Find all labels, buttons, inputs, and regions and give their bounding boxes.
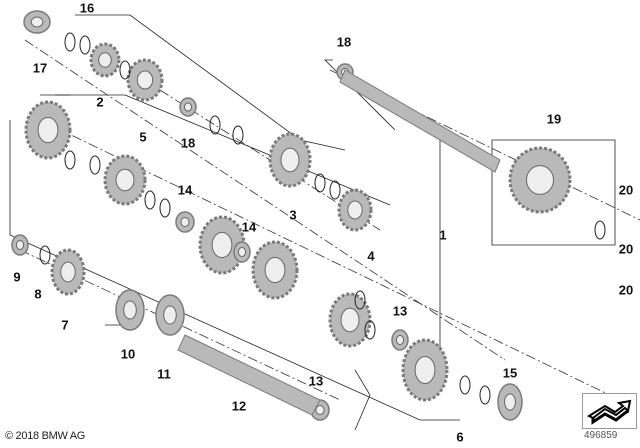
gear-bore bbox=[115, 168, 135, 192]
bearing-bore bbox=[123, 300, 137, 320]
arrow-icon bbox=[586, 399, 632, 425]
leader-line bbox=[324, 59, 396, 131]
leader-line bbox=[75, 14, 346, 151]
bearing-bore bbox=[504, 393, 516, 411]
callout-20[interactable]: 20 bbox=[618, 241, 634, 257]
callout-20[interactable]: 20 bbox=[618, 182, 634, 198]
callout-1[interactable]: 1 bbox=[439, 227, 447, 243]
callout-4[interactable]: 4 bbox=[367, 248, 375, 264]
circlip bbox=[459, 375, 471, 395]
main-shaft bbox=[339, 69, 501, 173]
bearing-bore bbox=[395, 335, 405, 345]
callout-16[interactable]: 16 bbox=[79, 0, 95, 16]
callout-19[interactable]: 19 bbox=[546, 111, 562, 127]
callout-10[interactable]: 10 bbox=[120, 346, 136, 362]
callout-7[interactable]: 7 bbox=[61, 317, 69, 333]
center-line bbox=[39, 119, 621, 401]
gear-bore bbox=[340, 307, 360, 333]
gear-bore bbox=[211, 231, 233, 259]
callout-13[interactable]: 13 bbox=[392, 303, 408, 319]
bearing-bore bbox=[315, 405, 325, 415]
circlip bbox=[39, 245, 51, 265]
gear-bore bbox=[280, 147, 300, 173]
circlip bbox=[314, 173, 326, 193]
output-shaft bbox=[177, 334, 321, 416]
bearing-bore bbox=[163, 305, 177, 325]
circlip bbox=[144, 190, 156, 210]
gear-bore bbox=[414, 356, 436, 384]
callout-8[interactable]: 8 bbox=[34, 286, 42, 302]
callout-11[interactable]: 11 bbox=[157, 366, 171, 382]
leader-line bbox=[9, 120, 460, 421]
circlip bbox=[329, 180, 341, 200]
callout-12[interactable]: 12 bbox=[231, 398, 247, 414]
circlip bbox=[209, 115, 221, 135]
circlip bbox=[594, 220, 606, 240]
bearing-bore bbox=[15, 240, 25, 250]
circlip bbox=[79, 35, 91, 55]
circlip bbox=[354, 290, 366, 310]
leader-line bbox=[491, 139, 616, 246]
gear-bore bbox=[37, 116, 59, 144]
callout-14[interactable]: 14 bbox=[241, 219, 257, 235]
bearing-bore bbox=[180, 217, 190, 227]
callout-20[interactable]: 20 bbox=[618, 282, 634, 298]
callout-5[interactable]: 5 bbox=[139, 129, 147, 145]
callout-3[interactable]: 3 bbox=[289, 207, 297, 223]
callout-17[interactable]: 17 bbox=[32, 60, 48, 76]
callout-15[interactable]: 15 bbox=[502, 365, 518, 381]
circlip bbox=[64, 32, 76, 52]
callout-14[interactable]: 14 bbox=[177, 182, 193, 198]
gear-bore bbox=[526, 165, 554, 195]
callout-18[interactable]: 18 bbox=[180, 135, 196, 151]
gear-bore bbox=[98, 52, 112, 68]
circlip bbox=[119, 60, 131, 80]
gear-bore bbox=[136, 70, 154, 90]
callout-9[interactable]: 9 bbox=[13, 269, 21, 285]
bearing-bore bbox=[30, 16, 44, 28]
navigation-button[interactable] bbox=[582, 393, 637, 429]
bearing-bore bbox=[183, 102, 193, 112]
document-number: 496859 bbox=[584, 430, 618, 441]
leader-line bbox=[354, 369, 371, 431]
gear-bore bbox=[264, 256, 286, 284]
copyright: © 2018 BMW AG bbox=[5, 430, 86, 442]
callout-6[interactable]: 6 bbox=[456, 429, 464, 445]
circlip bbox=[479, 385, 491, 405]
callout-13[interactable]: 13 bbox=[308, 373, 324, 389]
gear-bore bbox=[347, 200, 363, 220]
gear-bore bbox=[60, 261, 76, 283]
callout-18[interactable]: 18 bbox=[336, 34, 352, 50]
circlip bbox=[159, 198, 171, 218]
circlip bbox=[64, 150, 76, 170]
circlip bbox=[232, 125, 244, 145]
bearing-bore bbox=[237, 247, 247, 257]
callout-2[interactable]: 2 bbox=[96, 94, 104, 110]
circlip bbox=[89, 155, 101, 175]
circlip bbox=[364, 320, 376, 340]
center-line bbox=[24, 39, 506, 361]
